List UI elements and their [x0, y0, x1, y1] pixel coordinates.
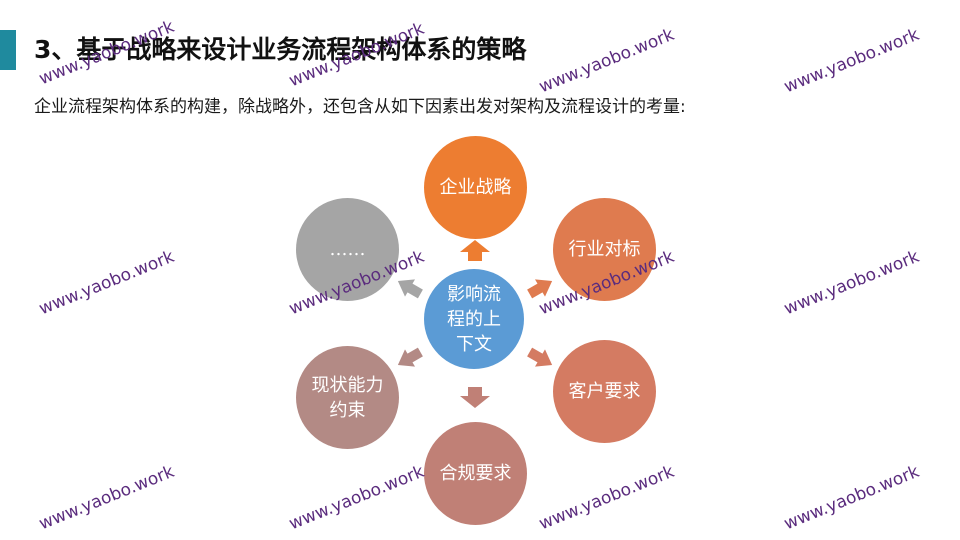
center-node-label: 影响流程的上下文: [447, 283, 501, 355]
node-more: ……: [296, 198, 399, 301]
arrow-down-compliance: [460, 387, 490, 408]
node-benchmark-label: 行业对标: [568, 239, 641, 260]
arrow-upleft-more: [397, 279, 423, 299]
title-accent-bar: [0, 30, 16, 70]
arrow-downright-customer: [527, 347, 553, 367]
slide-title: 3、基于战略来设计业务流程架构体系的策略: [34, 35, 527, 64]
node-capability-label: 现状能力约束: [311, 374, 384, 421]
center-node-context: 影响流程的上下文: [424, 269, 524, 369]
node-more-label: ……: [329, 239, 366, 260]
node-compliance: 合规要求: [424, 422, 527, 525]
node-customer-label: 客户要求: [568, 381, 641, 402]
node-compliance-label: 合规要求: [439, 463, 512, 484]
slide-subtitle: 企业流程架构体系的构建，除战略外，还包含从如下因素出发对架构及流程设计的考量:: [34, 97, 686, 117]
node-capability: 现状能力约束: [296, 346, 399, 449]
node-strategy-label: 企业战略: [439, 177, 512, 198]
arrow-downleft-capability: [397, 347, 423, 367]
arrow-up-strategy: [460, 240, 490, 261]
node-benchmark: 行业对标: [553, 198, 656, 301]
node-customer: 客户要求: [553, 340, 656, 443]
node-strategy: 企业战略: [424, 136, 527, 239]
arrow-upright-benchmark: [527, 279, 553, 299]
